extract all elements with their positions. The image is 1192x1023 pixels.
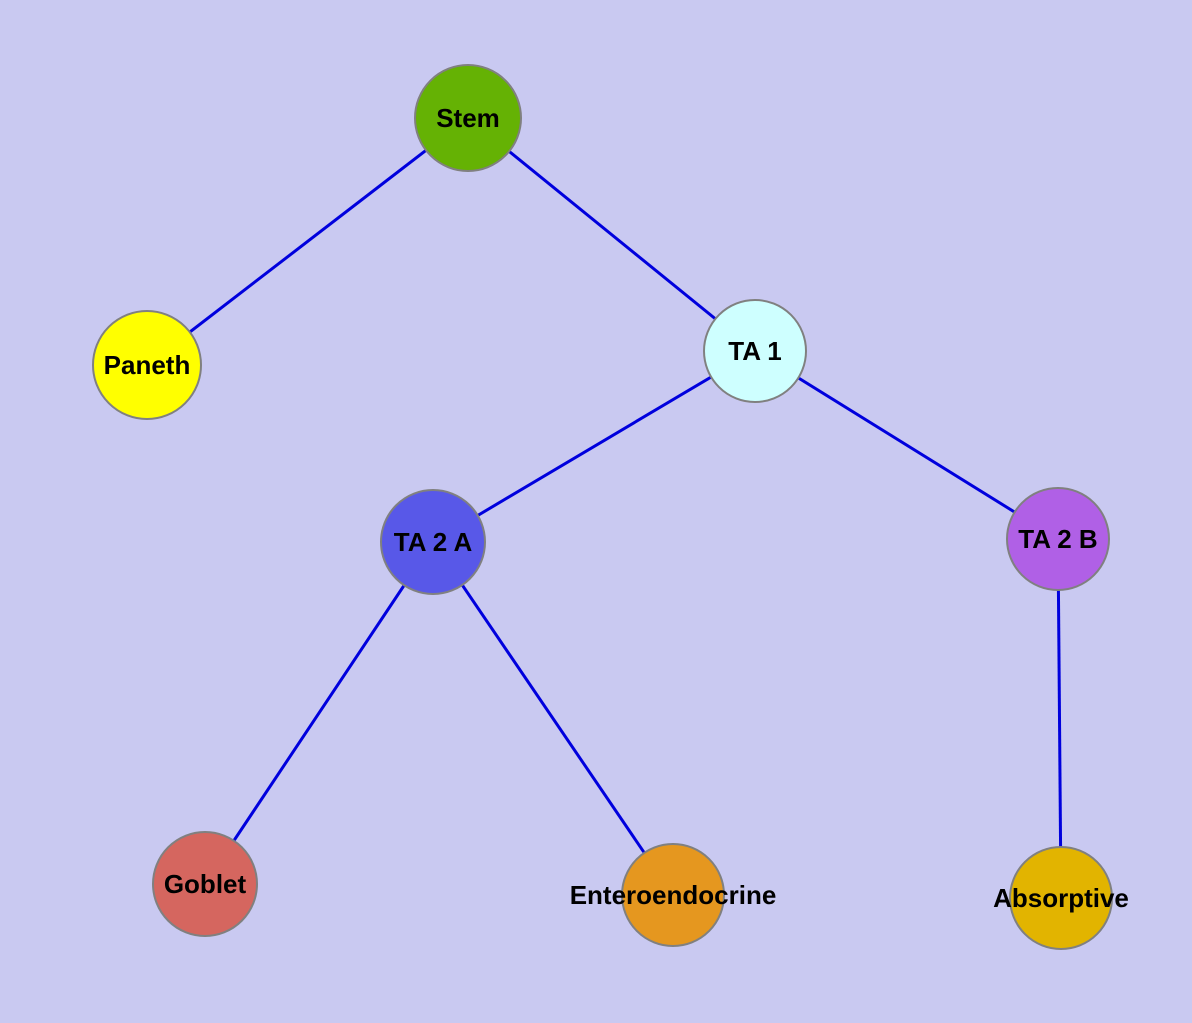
node-absorptive[interactable]: Absorptive: [993, 846, 1129, 950]
node-paneth[interactable]: Paneth: [92, 310, 202, 420]
edge-stem-paneth: [146, 116, 469, 367]
edge-stem-ta1: [467, 116, 756, 353]
edge-ta2b-absorptive: [1056, 538, 1063, 899]
edge-ta2a-enteroendocrine: [431, 541, 675, 896]
edge-ta2a-goblet: [203, 541, 435, 885]
node-ta2b[interactable]: TA 2 B: [1006, 487, 1110, 591]
node-goblet[interactable]: Goblet: [152, 831, 258, 937]
node-label: Goblet: [163, 868, 247, 899]
node-enteroendocrine[interactable]: Enteroendocrine: [570, 843, 776, 947]
edge-ta1-ta2a: [432, 349, 756, 544]
node-ta1[interactable]: TA 1: [703, 299, 807, 403]
node-label: TA 2 A: [393, 526, 473, 557]
edge-ta1-ta2b: [754, 349, 1059, 541]
node-ta2a[interactable]: TA 2 A: [380, 489, 486, 595]
node-label: TA 1: [728, 335, 782, 366]
node-stem[interactable]: Stem: [414, 64, 522, 172]
node-label: Stem: [436, 102, 500, 133]
node-label: TA 2 B: [1018, 523, 1098, 554]
node-label: Paneth: [103, 349, 191, 380]
node-label: Absorptive: [993, 882, 1129, 913]
